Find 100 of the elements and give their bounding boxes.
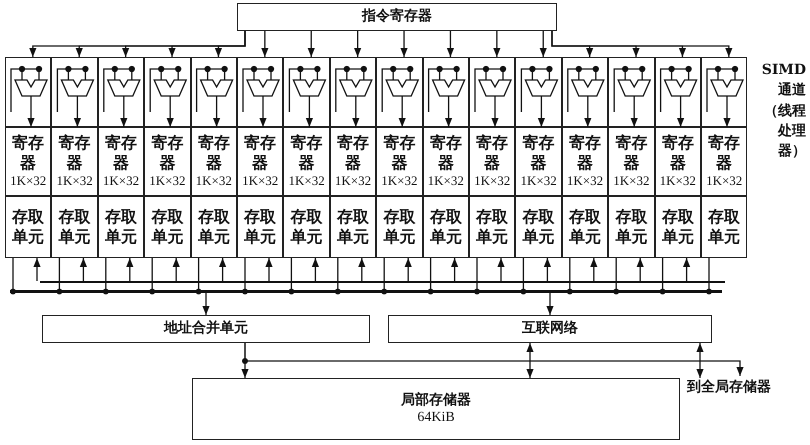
title-text: 寄存器: [150, 133, 184, 174]
connector-line: [706, 258, 712, 294]
access-unit-cell: 存取单元: [330, 196, 376, 258]
arrow: [166, 96, 174, 127]
connector-line: [56, 258, 62, 294]
bus-line: [10, 290, 722, 293]
arrow: [538, 96, 546, 127]
register-cell: [144, 127, 191, 196]
access-unit-cell: 存取单元: [51, 196, 98, 258]
arrow: [497, 258, 505, 281]
title-text: 寄存器: [336, 133, 370, 174]
title-text: 寄存器: [104, 133, 138, 174]
arrow: [244, 343, 744, 376]
register-cell: [422, 127, 469, 196]
arrow: [126, 258, 134, 281]
size-text: 1K×32: [56, 173, 93, 190]
connector-line: [566, 258, 573, 294]
arrow: [354, 31, 362, 57]
alu-cell: [5, 57, 52, 127]
register-cell: [237, 127, 284, 196]
arrow: [723, 96, 731, 127]
access-unit-cell: 存取单元: [5, 196, 52, 258]
register-cell: [562, 127, 608, 196]
alu-cell: [701, 57, 748, 127]
arrow: [450, 258, 458, 281]
title-text: 寄存器: [707, 133, 742, 174]
access-unit-cell: 存取单元: [283, 196, 330, 258]
arrow: [630, 96, 638, 127]
arrow: [584, 96, 592, 127]
arrow: [172, 258, 180, 281]
title-text: 局部存储器: [401, 392, 471, 409]
access-unit-cell: 存取单元: [190, 196, 237, 258]
arrow: [27, 96, 35, 127]
title-text: 寄存器: [243, 133, 278, 174]
connector-line: [334, 258, 341, 294]
arrow: [544, 258, 552, 281]
arrow: [259, 96, 267, 127]
access-unit-cell: 存取单元: [144, 196, 191, 258]
title-text: 寄存器: [196, 133, 231, 174]
connector-line: [10, 258, 16, 294]
arrow: [446, 31, 454, 57]
register-cell: [701, 127, 748, 196]
size-text: 1K×32: [334, 173, 372, 190]
access-unit-cell: 存取单元: [515, 196, 562, 258]
arrow: [398, 96, 406, 127]
arrow: [306, 96, 314, 127]
arrow: [218, 258, 226, 281]
connector-line: [660, 258, 666, 294]
arrow: [312, 258, 320, 281]
alu-cell: [469, 57, 516, 127]
title-text: 寄存器: [382, 133, 416, 174]
size-text: 1K×32: [474, 173, 510, 190]
connector-line: [102, 258, 109, 294]
arrow: [540, 31, 547, 57]
connector-line: [613, 258, 620, 294]
alu-cell: [608, 57, 655, 127]
bus-line: [40, 281, 725, 283]
connector-line: [242, 258, 248, 294]
arrow: [696, 343, 704, 378]
memory-box: [192, 378, 680, 440]
size-text: 1K×32: [102, 173, 140, 190]
register-cell: [190, 127, 237, 196]
register-cell: [608, 127, 655, 196]
access-unit-cell: 存取单元: [469, 196, 516, 258]
arrow: [404, 258, 412, 281]
register-box: 指令寄存器: [237, 3, 557, 31]
size-text: 1K×32: [566, 173, 604, 190]
register-cell: [98, 127, 144, 196]
alu-cell: [515, 57, 562, 127]
arrow: [676, 96, 684, 127]
register-cell: [654, 127, 701, 196]
size-text: 1K×32: [196, 173, 232, 190]
connector-line: [149, 258, 156, 294]
title-text: 寄存器: [58, 133, 92, 174]
access-unit-cell: 存取单元: [422, 196, 469, 258]
access-unit-cell: 存取单元: [608, 196, 655, 258]
access-unit-cell: 存取单元: [237, 196, 284, 258]
size-text: 1K×32: [381, 173, 418, 190]
alu-cell: [283, 57, 330, 127]
access-unit-cell: 存取单元: [701, 196, 748, 258]
size-text: 1K×32: [520, 173, 557, 190]
arrow: [202, 293, 210, 315]
size-text: 1K×32: [242, 173, 278, 190]
access-unit-cell: 存取单元: [98, 196, 144, 258]
arrow: [590, 258, 598, 281]
connector-line: [474, 258, 480, 294]
arrow: [33, 258, 41, 281]
register-cell: [51, 127, 98, 196]
arrow: [444, 96, 452, 127]
size-text: 1K×32: [10, 173, 46, 190]
arrow: [308, 31, 315, 57]
arrow: [80, 258, 88, 281]
size-text: 64KiB: [417, 409, 455, 426]
arrow: [120, 96, 128, 127]
arrow: [491, 96, 499, 127]
title-text: 寄存器: [522, 133, 556, 174]
arrow: [265, 258, 273, 281]
connector-line: [520, 258, 526, 294]
arrow: [214, 31, 246, 57]
size-text: 1K×32: [660, 173, 696, 190]
